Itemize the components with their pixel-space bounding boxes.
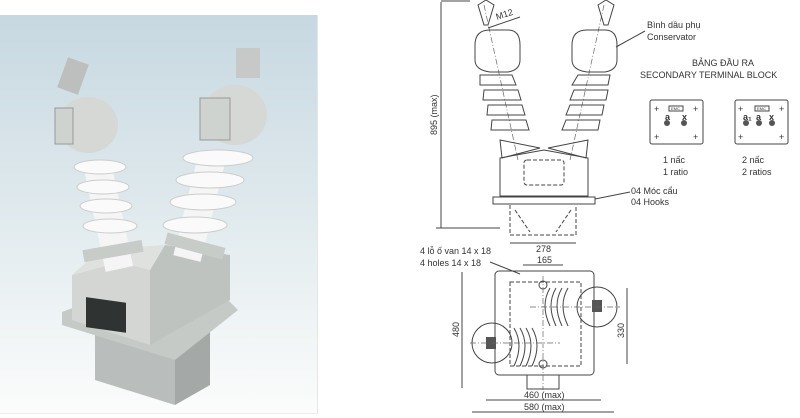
product-photo: [0, 15, 318, 414]
transformer-photo: [54, 48, 267, 405]
svg-text:+: +: [779, 132, 784, 142]
svg-text:+: +: [779, 104, 784, 114]
svg-text:a₁: a₁: [743, 112, 752, 122]
hooks-label-vi: 04 Móc cẩu: [631, 186, 678, 196]
svg-text:EMC: EMC: [671, 106, 680, 111]
svg-text:+: +: [693, 104, 698, 114]
terminal-2-caption-en: 2 ratios: [742, 167, 772, 177]
right-conservator-outline: [571, 29, 618, 73]
top-view: 4 lỗ ố van 14 x 18 4 holes 14 x 18 165 4…: [420, 246, 628, 413]
height-dim-label: 895 (max): [429, 94, 439, 135]
svg-text:x: x: [769, 112, 774, 122]
terminal-block-2: EMC a₁ a x + + + +: [734, 99, 789, 145]
left-bushing: [54, 57, 144, 272]
conservator-label-en: Conservator: [647, 32, 696, 42]
hooks-label-en: 04 Hooks: [631, 197, 670, 207]
svg-text:+: +: [654, 104, 659, 114]
nameplate-icon: [86, 297, 126, 333]
svg-text:+: +: [738, 104, 743, 114]
right-bushing: [162, 48, 267, 262]
holes-label-vi: 4 lỗ ố van 14 x 18: [420, 246, 491, 256]
left-conservator-outline: [474, 29, 521, 73]
terminal-1-caption-en: 1 ratio: [663, 167, 688, 177]
terminal-1-caption-vi: 1 nấc: [663, 155, 686, 165]
svg-text:+: +: [738, 132, 743, 142]
svg-text:+: +: [654, 132, 659, 142]
svg-text:x: x: [682, 112, 687, 122]
svg-text:EMC: EMC: [757, 106, 766, 111]
svg-text:a: a: [665, 112, 671, 122]
terminal-block-1: EMC a x + + + +: [649, 99, 704, 145]
svg-text:a: a: [756, 112, 762, 122]
dim-460: 460 (max): [524, 390, 565, 400]
dim-580: 580 (max): [524, 402, 565, 412]
front-view: M12 04 Móc cẩu 04 Hooks Bình dầu phụ Con…: [474, 0, 701, 254]
dim-330: 330: [616, 323, 626, 338]
dim-278: 278: [536, 244, 551, 254]
terminal-2-caption-vi: 2 nấc: [742, 155, 765, 165]
terminal-title-en: SECONDARY TERMINAL BLOCK: [640, 70, 777, 80]
dim-480: 480: [451, 322, 461, 337]
terminal-title-vi: BẢNG ĐẦU RA: [692, 57, 754, 68]
svg-text:+: +: [693, 132, 698, 142]
height-dimension: 895 (max): [429, 0, 500, 229]
conservator-label-vi: Bình dầu phụ: [647, 20, 701, 30]
dim-165: 165: [537, 255, 552, 265]
holes-label-en: 4 holes 14 x 18: [420, 258, 481, 268]
